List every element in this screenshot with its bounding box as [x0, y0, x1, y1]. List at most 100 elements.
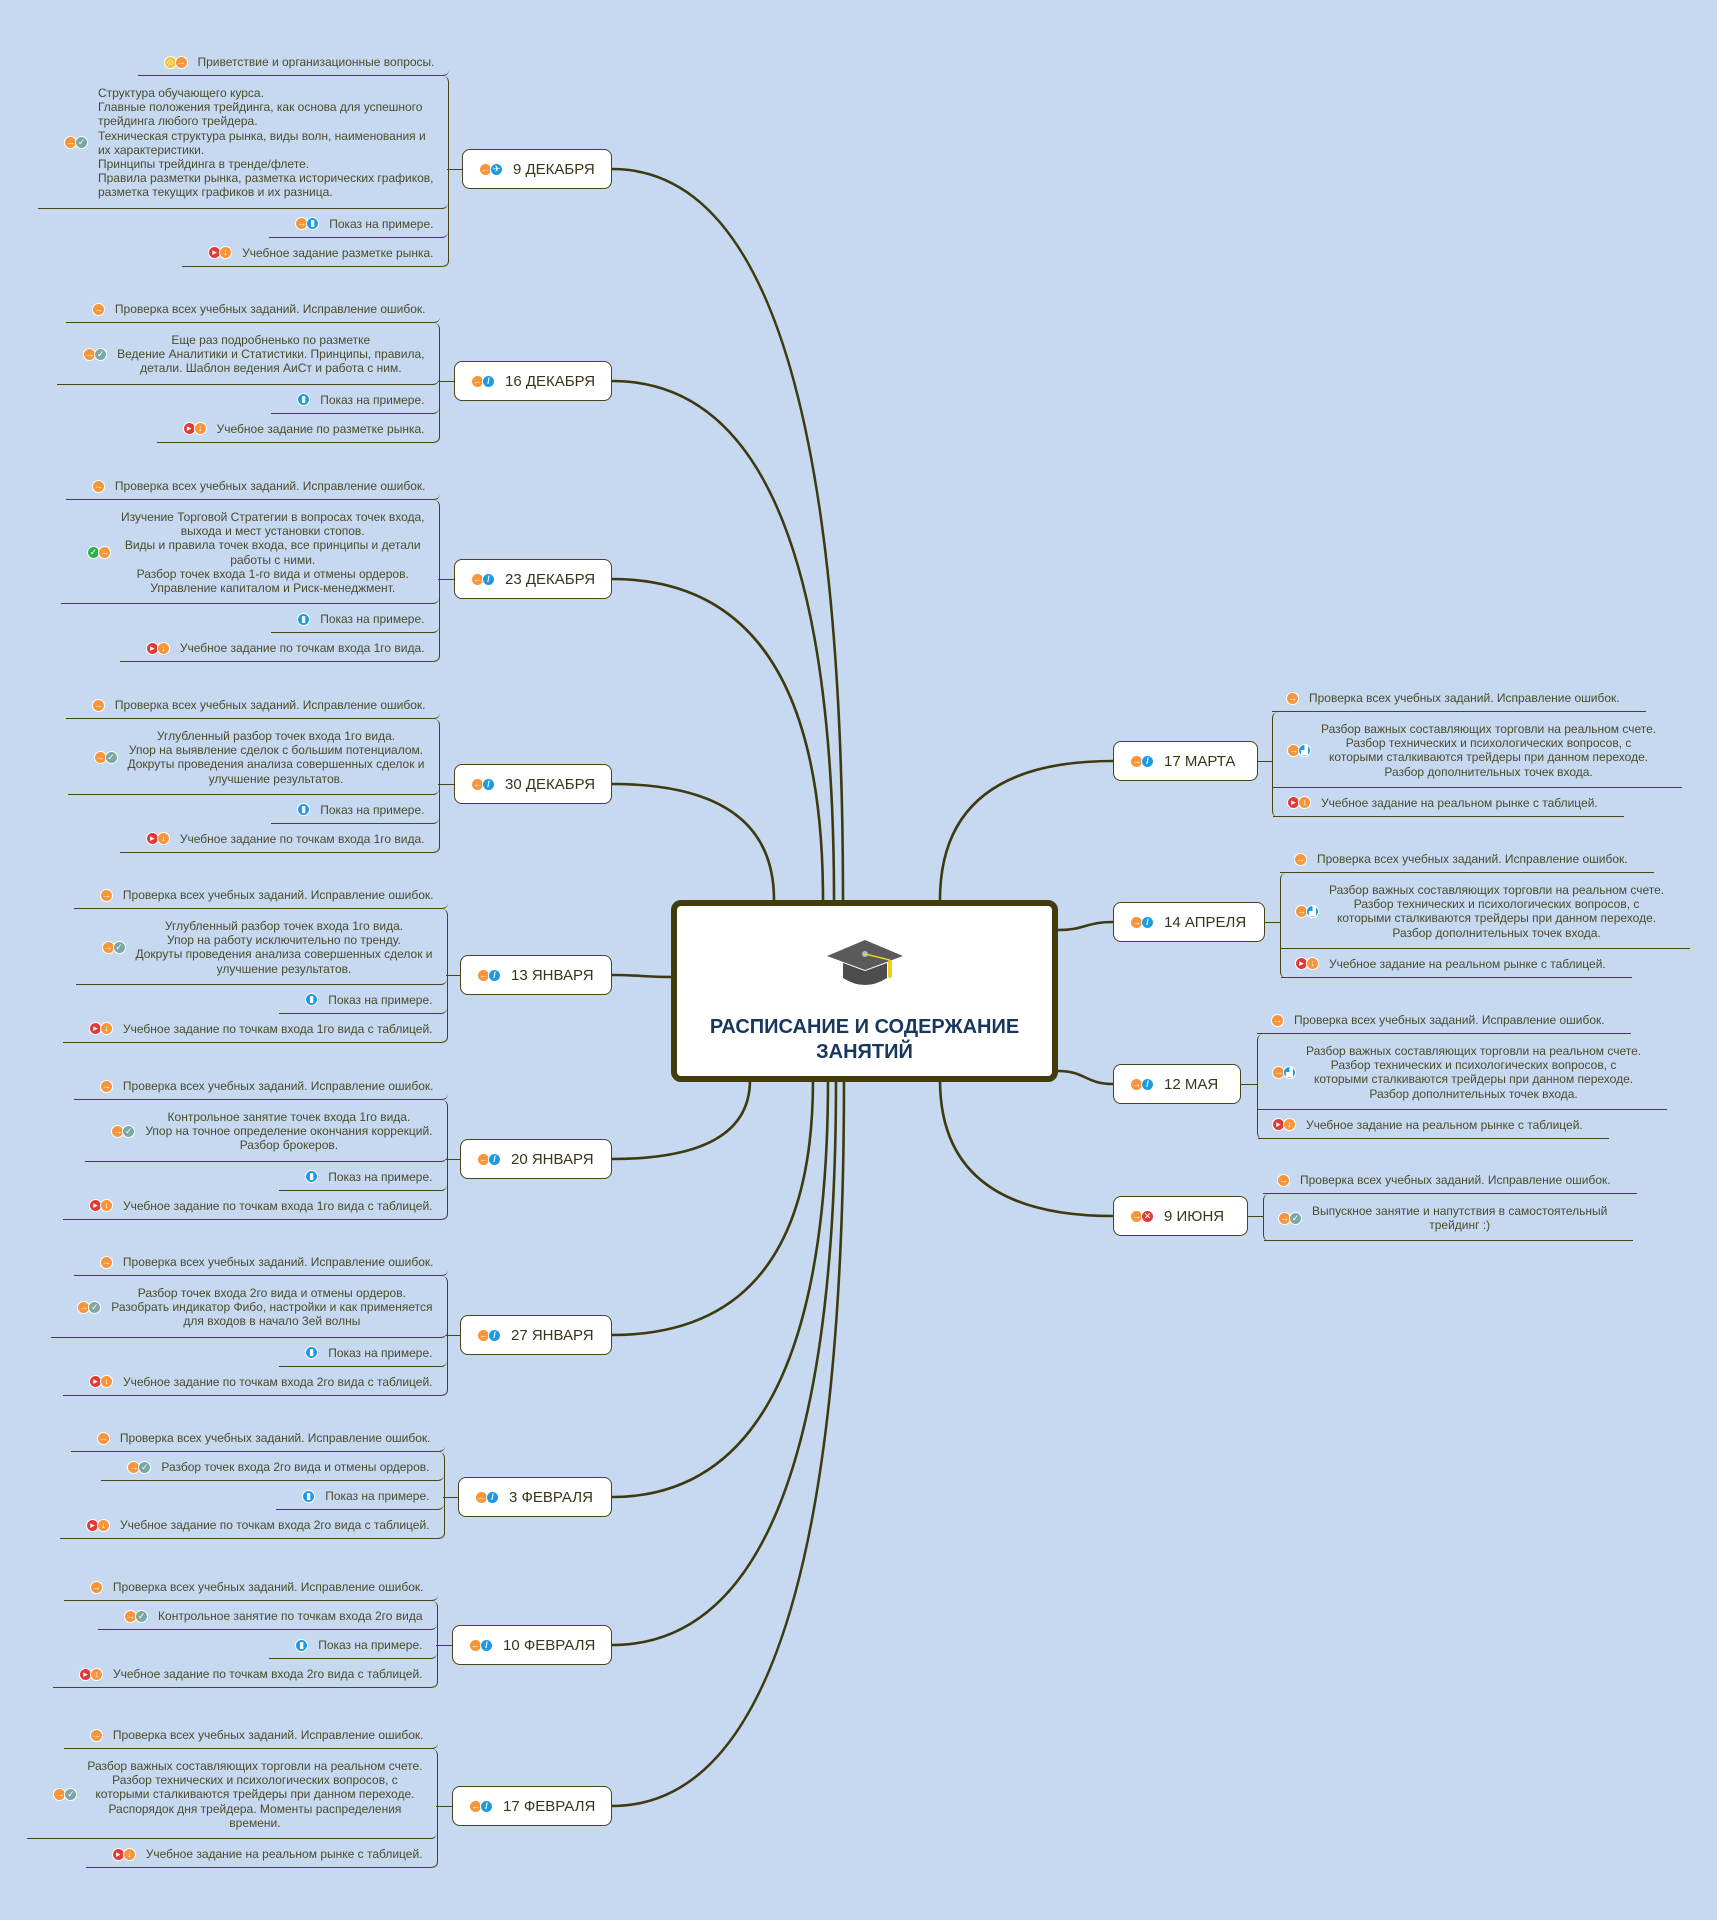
arrow-down-icon: ↓	[100, 1022, 113, 1036]
subtopic-item[interactable]: →✓Углубленный разбор точек входа 1го вид…	[75, 909, 447, 985]
pencil-icon: /	[486, 1490, 499, 1504]
subtopic-item[interactable]: →Проверка всех учебных заданий. Исправле…	[1272, 683, 1646, 712]
subtopic-item[interactable]: ▸↓Учебное задание на реальном рынке с та…	[1258, 1110, 1609, 1139]
subtopic-item[interactable]: →Проверка всех учебных заданий. Исправле…	[65, 690, 440, 719]
connector-stub	[436, 1806, 452, 1807]
subtopic-item[interactable]: →✓Структура обучающего курса. Главные по…	[37, 76, 448, 209]
pencil-icon: /	[480, 1799, 493, 1813]
subtopic-item[interactable]: →✓Разбор важных составляющих торговли на…	[27, 1749, 437, 1840]
subtopic-item[interactable]: →✓Углубленный разбор точек входа 1го вид…	[67, 719, 439, 795]
subtopic-item[interactable]: ▸↓Учебное задание по точкам входа 1го ви…	[63, 1191, 447, 1220]
date-node[interactable]: →/14 АПРЕЛЯ	[1113, 902, 1265, 942]
subtopic-item[interactable]: →Проверка всех учебных заданий. Исправле…	[1280, 844, 1654, 873]
subtopic-item[interactable]: ▮Показ на примере.	[279, 985, 447, 1014]
subtopic-item[interactable]: →Проверка всех учебных заданий. Исправле…	[65, 471, 440, 500]
topic-children: →Проверка всех учебных заданий. Исправле…	[1263, 1165, 1637, 1242]
icon-group: →	[1294, 852, 1307, 866]
subtopic-item[interactable]: →Проверка всех учебных заданий. Исправле…	[73, 880, 448, 909]
subtopic-item[interactable]: →Проверка всех учебных заданий. Исправле…	[1257, 1005, 1631, 1034]
subtopic-item[interactable]: ▮Показ на примере.	[271, 385, 439, 414]
arrow-right-icon: →	[174, 55, 188, 69]
subtopic-item[interactable]: ▸↓Учебное задание по точкам входа 1го ви…	[119, 633, 439, 663]
subtopic-item[interactable]: →▟Разбор важных составляющих торговли на…	[1258, 1034, 1668, 1110]
date-node[interactable]: →✕9 ИЮНЯ	[1113, 1196, 1248, 1236]
central-topic[interactable]: РАСПИСАНИЕ И СОДЕРЖАНИЕ ЗАНЯТИЙ	[671, 900, 1058, 1082]
check-teal-icon: ✓	[74, 136, 88, 150]
subtopic-item[interactable]: ▸↓Учебное задание по точкам входа 1го ви…	[119, 824, 439, 853]
subtopic-item[interactable]: ▮Показ на примере.	[279, 1338, 447, 1367]
subtopic-item[interactable]: ▸↓Учебное задание на реальном рынке с та…	[85, 1839, 437, 1869]
subtopic-item[interactable]: →✓Контрольное занятие точек входа 1го ви…	[85, 1100, 447, 1162]
subtopic-item[interactable]: ▸↓Учебное задание по точкам входа 2го ви…	[60, 1510, 444, 1539]
subtopic-item[interactable]: ▸↓Учебное задание на реальном рынке с та…	[1281, 949, 1632, 978]
subtopic-item[interactable]: →▮Показ на примере.	[269, 209, 448, 238]
icon-group: ←/	[471, 374, 495, 388]
arrow-down-icon: ↓	[90, 1667, 103, 1681]
date-node[interactable]: ←/23 ДЕКАБРЯ	[454, 559, 612, 599]
chart-icon: ▮	[297, 393, 311, 407]
subtopic-text: Учебное задание по точкам входа 1го вида…	[179, 641, 425, 656]
icon-group: ✓→	[86, 546, 111, 560]
icon-group: →	[89, 1580, 103, 1594]
subtopic-item[interactable]: →✓Контрольное занятие по точкам входа 2г…	[98, 1601, 437, 1630]
subtopic-item[interactable]: →Проверка всех учебных заданий. Исправле…	[73, 1071, 448, 1100]
date-node[interactable]: ←/3 ФЕВРАЛЯ	[458, 1477, 612, 1517]
date-node[interactable]: ←/30 ДЕКАБРЯ	[454, 764, 612, 804]
subtopic-text: Проверка всех учебных заданий. Исправлен…	[122, 888, 434, 902]
subtopic-item[interactable]: ▮Показ на примере.	[269, 1630, 437, 1659]
date-node[interactable]: ←✈9 ДЕКАБРЯ	[462, 149, 612, 189]
subtopic-item[interactable]: ▮Показ на примере.	[279, 1162, 447, 1191]
subtopic-item[interactable]: ☺→Приветствие и организационные вопросы.	[137, 47, 449, 76]
date-node[interactable]: ←/20 ЯНВАРЯ	[460, 1139, 612, 1179]
subtopic-item[interactable]: →✓Выпускное занятие и напутствия в самос…	[1264, 1194, 1634, 1242]
subtopic-item[interactable]: →▟Разбор важных составляющих торговли на…	[1273, 712, 1683, 788]
date-node[interactable]: ←/16 ДЕКАБРЯ	[454, 361, 612, 401]
subtopic-item[interactable]: →▟Разбор важных составляющих торговли на…	[1281, 873, 1691, 949]
subtopic-text: Приветствие и организационные вопросы.	[197, 55, 435, 69]
check-green-icon: ✓	[86, 546, 100, 560]
subtopic-text: Показ на примере.	[329, 216, 434, 231]
arrow-right-icon: →	[124, 1609, 138, 1623]
date-node[interactable]: ←/17 ФЕВРАЛЯ	[452, 1786, 612, 1826]
subtopic-item[interactable]: ▸↓Учебное задание по точкам входа 2го ви…	[53, 1659, 437, 1688]
date-node[interactable]: →/17 МАРТА	[1113, 741, 1258, 781]
subtopic-item[interactable]: ▸↓Учебное задание разметке рынка.	[182, 238, 448, 267]
icon-group: →✓	[127, 1460, 152, 1474]
date-node[interactable]: →/12 МАЯ	[1113, 1064, 1241, 1104]
subtopic-item[interactable]: ▸↓Учебное задание по точкам входа 1го ви…	[63, 1014, 447, 1043]
topic-children: ☺→Приветствие и организационные вопросы.…	[37, 47, 449, 267]
connector-stub	[446, 1335, 460, 1336]
chart-icon: ▮	[305, 993, 319, 1007]
date-label: 30 ДЕКАБРЯ	[505, 775, 596, 793]
icon-group: ▸↓	[182, 422, 207, 436]
date-node[interactable]: ←/13 ЯНВАРЯ	[460, 955, 612, 995]
subtopic-item[interactable]: →Проверка всех учебных заданий. Исправле…	[70, 1423, 445, 1452]
subtopic-item[interactable]: ▸↓Учебное задание на реальном рынке с та…	[1273, 788, 1624, 817]
connector-stub	[438, 381, 454, 382]
subtopic-item[interactable]: →Проверка всех учебных заданий. Исправле…	[73, 1247, 448, 1276]
arrow-down-icon: ↓	[1306, 957, 1319, 971]
subtopic-item[interactable]: ▸↓ Учебное задание по разметке рынка.	[156, 414, 439, 443]
subtopic-item[interactable]: ▮Показ на примере.	[271, 604, 439, 634]
subtopic-item[interactable]: →Проверка всех учебных заданий. Исправле…	[65, 294, 440, 323]
subtopic-item[interactable]: →✓Еще раз подробненько по разметке Веден…	[57, 323, 439, 385]
subtopic-item[interactable]: →Проверка всех учебных заданий. Исправле…	[63, 1572, 438, 1601]
subtopic-item[interactable]: →✓Разбор точек входа 2го вида и отмены о…	[51, 1276, 447, 1338]
subtopic-text: Учебное задание по разметке рынка.	[216, 421, 425, 436]
subtopic-item[interactable]: ✓→Изучение Торговой Стратегии в вопросах…	[60, 500, 439, 605]
subtopic-text: Проверка всех учебных заданий. Исправлен…	[112, 1728, 424, 1742]
subtopic-item[interactable]: →Проверка всех учебных заданий. Исправле…	[63, 1720, 438, 1749]
subtopic-text: Учебное задание на реальном рынке с табл…	[1329, 956, 1606, 971]
arrow-down-icon: ↓	[122, 1847, 136, 1861]
arrow-right-icon: →	[1294, 852, 1307, 866]
subtopic-item[interactable]: →✓Разбор точек входа 2го вида и отмены о…	[101, 1452, 444, 1481]
subtopic-item[interactable]: ▮Показ на примере.	[276, 1481, 444, 1510]
subtopic-item[interactable]: →Проверка всех учебных заданий. Исправле…	[1263, 1165, 1637, 1194]
date-node[interactable]: ←/27 ЯНВАРЯ	[460, 1315, 612, 1355]
date-node[interactable]: ←/10 ФЕВРАЛЯ	[452, 1625, 612, 1665]
close-red-icon: ✕	[1141, 1209, 1154, 1223]
subtopic-text: Контрольное занятие по точкам входа 2го …	[158, 1609, 423, 1623]
arrow-right-icon: →	[77, 1300, 91, 1314]
subtopic-item[interactable]: ▮Показ на примере.	[271, 795, 439, 824]
subtopic-item[interactable]: ▸↓Учебное задание по точкам входа 2го ви…	[63, 1367, 447, 1396]
